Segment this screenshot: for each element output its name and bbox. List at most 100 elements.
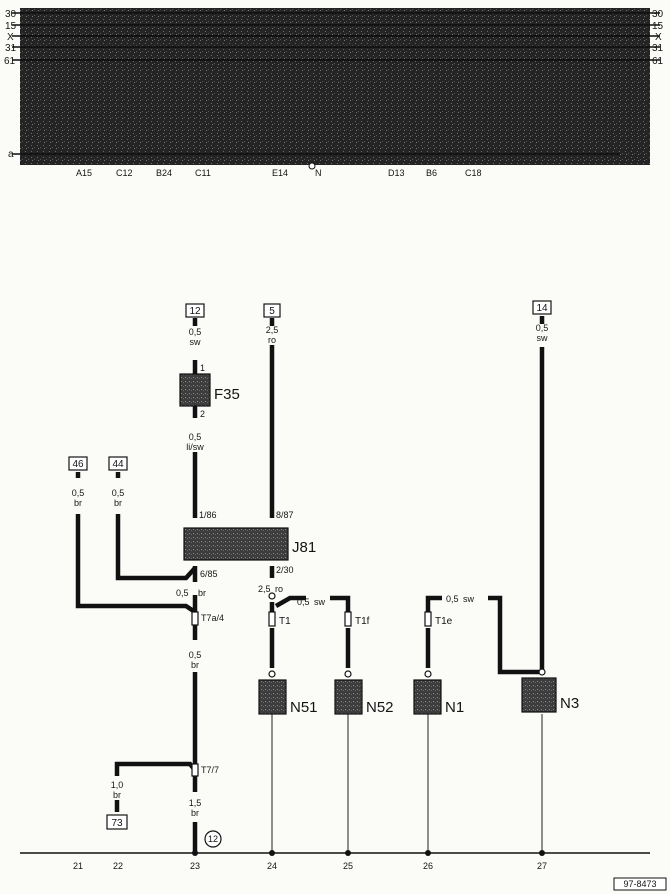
wire-color: sw xyxy=(314,597,326,607)
ref-box-label: 73 xyxy=(111,818,123,829)
component-label: N52 xyxy=(366,699,394,716)
connector-label: T1 xyxy=(279,616,291,627)
track-number: 26 xyxy=(423,861,433,871)
wire-size: 0,5 xyxy=(112,488,125,498)
wire-size: 0,5 xyxy=(446,594,459,604)
track-number: 21 xyxy=(73,861,83,871)
connector-label: T1e xyxy=(435,616,453,627)
ground-junctions xyxy=(192,850,545,856)
ref-box-label: 44 xyxy=(112,459,124,470)
ref-box-label: 46 xyxy=(72,459,84,470)
contact-label: D13 xyxy=(388,168,405,178)
wire-color: ro xyxy=(268,335,276,345)
connector-t1: T1 xyxy=(268,611,291,627)
ref-box-44: 44 xyxy=(108,456,128,471)
pin-label: 2 xyxy=(200,409,205,419)
contact-label: C11 xyxy=(195,168,211,178)
contact-label: B6 xyxy=(426,168,437,178)
wire-labels: 0,5 sw 2,5 ro 0,5 sw 0,5 br 0,5 br 0,5 l… xyxy=(72,323,549,818)
track-number: 27 xyxy=(537,861,547,871)
wire-color: br xyxy=(191,808,199,818)
track-number: 23 xyxy=(190,861,200,871)
bus-label: 15 xyxy=(5,21,17,32)
wire-size: 0,5 xyxy=(189,432,202,442)
relay-j81: 1/86 8/87 6/85 2/30 J81 xyxy=(183,510,316,579)
fuse-f35: 1 2 F35 xyxy=(179,363,240,419)
wire-color: br xyxy=(113,790,121,800)
wire-size: 0,5 xyxy=(176,588,189,598)
wire-color: sw xyxy=(463,594,475,604)
connector-label: T7a/4 xyxy=(201,613,224,623)
wire-size: 1,5 xyxy=(189,798,202,808)
wire-color: br xyxy=(191,660,199,670)
ground-ref-label: 12 xyxy=(208,834,218,844)
pin-label: 8/87 xyxy=(276,510,294,520)
ref-box-label: 12 xyxy=(189,306,201,317)
bus-label: 30 xyxy=(5,9,17,20)
wire-size: 0,5 xyxy=(536,323,549,333)
connector-label: T7/7 xyxy=(201,765,219,775)
track-number: 22 xyxy=(113,861,123,871)
valve-n1: N1 xyxy=(413,679,464,716)
valve-n52: N52 xyxy=(334,679,394,716)
bus-labels-right: 30 15 X 31 61 xyxy=(652,9,664,67)
relay-panel xyxy=(20,8,650,165)
ref-box-12: 12 xyxy=(185,303,205,318)
component-label: F35 xyxy=(214,386,240,403)
contact-label: N xyxy=(315,168,322,178)
connector-t1e: T1e xyxy=(424,611,453,627)
bus-label: 15 xyxy=(652,21,664,32)
component-label: N3 xyxy=(560,695,579,712)
bus-label: a xyxy=(8,149,14,160)
wire-color: sw xyxy=(537,333,549,343)
connector-label: T1f xyxy=(355,616,370,627)
wire-color: li/sw xyxy=(186,442,204,452)
connector-t77: T7/7 xyxy=(191,763,219,777)
bus-labels-left: 30 15 X 31 61 a xyxy=(4,9,17,160)
contact-label: E14 xyxy=(272,168,288,178)
ref-box-label: 14 xyxy=(536,303,548,314)
contact-label: C18 xyxy=(465,168,482,178)
component-label: N51 xyxy=(290,699,318,716)
bus-label: X xyxy=(655,32,662,43)
ref-box-14: 14 xyxy=(532,300,552,315)
wire-color: sw xyxy=(190,337,202,347)
bus-label: 31 xyxy=(652,43,664,54)
wire-size: 0,5 xyxy=(189,650,202,660)
wire-size: 0,5 xyxy=(189,327,202,337)
pin-label: 1 xyxy=(200,363,205,373)
bus-label: 31 xyxy=(5,43,17,54)
valve-n51: N51 xyxy=(258,679,318,716)
track-numbers: 21 22 23 24 25 26 27 xyxy=(73,861,547,871)
bus-label: X xyxy=(7,32,14,43)
bus-label: 30 xyxy=(652,9,664,20)
wire-size: 0,5 xyxy=(297,597,310,607)
contact-label: B24 xyxy=(156,168,172,178)
pin-label: 2/30 xyxy=(276,565,294,575)
ref-box-46: 46 xyxy=(68,456,88,471)
bus-label: 61 xyxy=(4,56,16,67)
ground-lines xyxy=(271,714,543,852)
contact-point xyxy=(308,162,316,170)
ref-box-73: 73 xyxy=(106,814,128,830)
wire-size: 1,0 xyxy=(111,780,124,790)
valve-n3: N3 xyxy=(521,677,579,713)
wire-size: 0,5 xyxy=(72,488,85,498)
contact-label: C12 xyxy=(116,168,133,178)
component-label: N1 xyxy=(445,699,464,716)
ref-box-5: 5 xyxy=(263,303,281,318)
track-number: 24 xyxy=(267,861,277,871)
wire-color: br xyxy=(198,588,206,598)
pin-label: 6/85 xyxy=(200,569,218,579)
drawing-code: 97-8473 xyxy=(613,877,667,891)
pin-label: 1/86 xyxy=(199,510,217,520)
connector-t1f: T1f xyxy=(344,611,370,627)
contact-label: A15 xyxy=(76,168,92,178)
ground-ref-circle: 12 xyxy=(204,830,222,848)
wire-color: br xyxy=(74,498,82,508)
wire-color: ro xyxy=(275,584,283,594)
bus-label: 61 xyxy=(652,56,664,67)
wire-size: 2,5 xyxy=(266,325,279,335)
connector-t7a4: T7a/4 xyxy=(191,611,224,626)
track-number: 25 xyxy=(343,861,353,871)
